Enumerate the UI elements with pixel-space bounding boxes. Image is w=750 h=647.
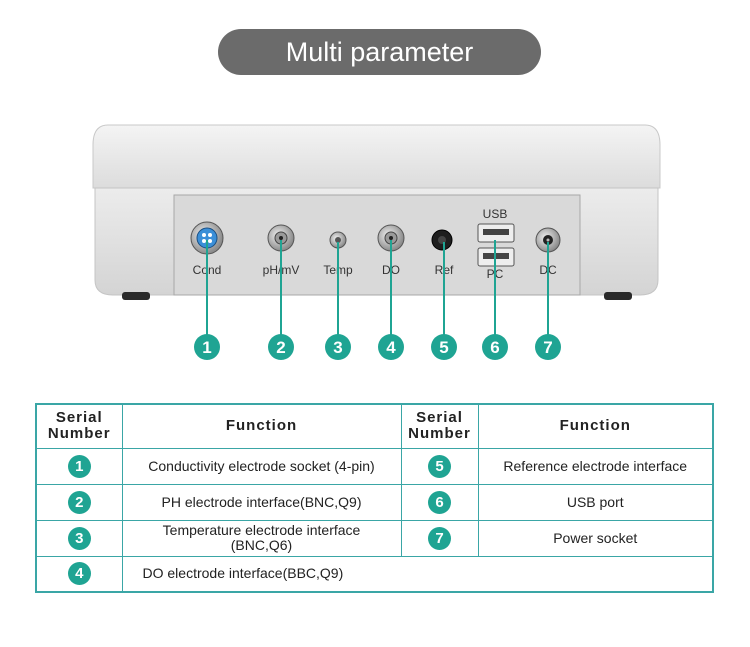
device-foot-right [604, 292, 632, 300]
callout-number-4: 4 [386, 338, 396, 357]
callout-number-7: 7 [543, 338, 552, 357]
port-label-usb: USB [483, 207, 508, 221]
device-illustration: Cond pH/mV Temp DO Ref PC DC USB 1 2 3 4… [92, 124, 661, 360]
function-cell: DO electrode interface(BBC,Q9) [121, 555, 714, 593]
callout-circle-7 [535, 334, 561, 360]
port-panel [173, 194, 581, 296]
function-cell: PH electrode interface(BNC,Q9) [121, 483, 402, 521]
serial-badge: 4 [67, 562, 91, 586]
header-serial-number-right: Serial Number [400, 403, 479, 449]
serial-badge: 2 [67, 490, 91, 514]
callout-circle-5 [431, 334, 457, 360]
device-foot-left [122, 292, 150, 300]
function-cell: USB port [477, 483, 714, 521]
callout-number-2: 2 [276, 338, 285, 357]
callout-circle-2 [268, 334, 294, 360]
callout-number-6: 6 [490, 338, 499, 357]
cond-socket-icon [190, 221, 224, 255]
callout-circle-4 [378, 334, 404, 360]
function-table: Serial Number Function Serial Number Fun… [35, 403, 714, 593]
header-function-left: Function [121, 403, 402, 449]
function-cell: Power socket [477, 519, 714, 557]
header-function-right: Function [477, 403, 714, 449]
callout-number-5: 5 [439, 338, 448, 357]
callout-number-3: 3 [333, 338, 342, 357]
page-title: Multi parameter [218, 29, 541, 75]
callout-number-1: 1 [202, 338, 211, 357]
temp-socket-icon [329, 231, 347, 249]
callout-circle-6 [482, 334, 508, 360]
serial-badge: 1 [67, 454, 91, 478]
table-row: 3 Temperature electrode interface (BNC,Q… [35, 519, 714, 557]
serial-badge: 6 [428, 490, 451, 514]
callout-circle-3 [325, 334, 351, 360]
header-serial-number-left: Serial Number [35, 403, 123, 449]
callout-circle-1 [194, 334, 220, 360]
ref-socket-icon [431, 229, 453, 251]
function-cell: Temperature electrode interface (BNC,Q6) [121, 519, 402, 557]
serial-badge: 7 [428, 526, 451, 550]
serial-badge: 5 [428, 454, 451, 478]
table-header-row: Serial Number Function Serial Number Fun… [35, 403, 714, 449]
device-lid [92, 124, 661, 189]
table-row: 1 Conductivity electrode socket (4-pin) … [35, 447, 714, 485]
function-cell: Reference electrode interface [477, 447, 714, 485]
function-cell: Conductivity electrode socket (4-pin) [121, 447, 402, 485]
table-row: 2 PH electrode interface(BNC,Q9) 6 USB p… [35, 483, 714, 521]
serial-badge: 3 [67, 526, 91, 550]
table-row: 4 DO electrode interface(BBC,Q9) [35, 555, 714, 593]
